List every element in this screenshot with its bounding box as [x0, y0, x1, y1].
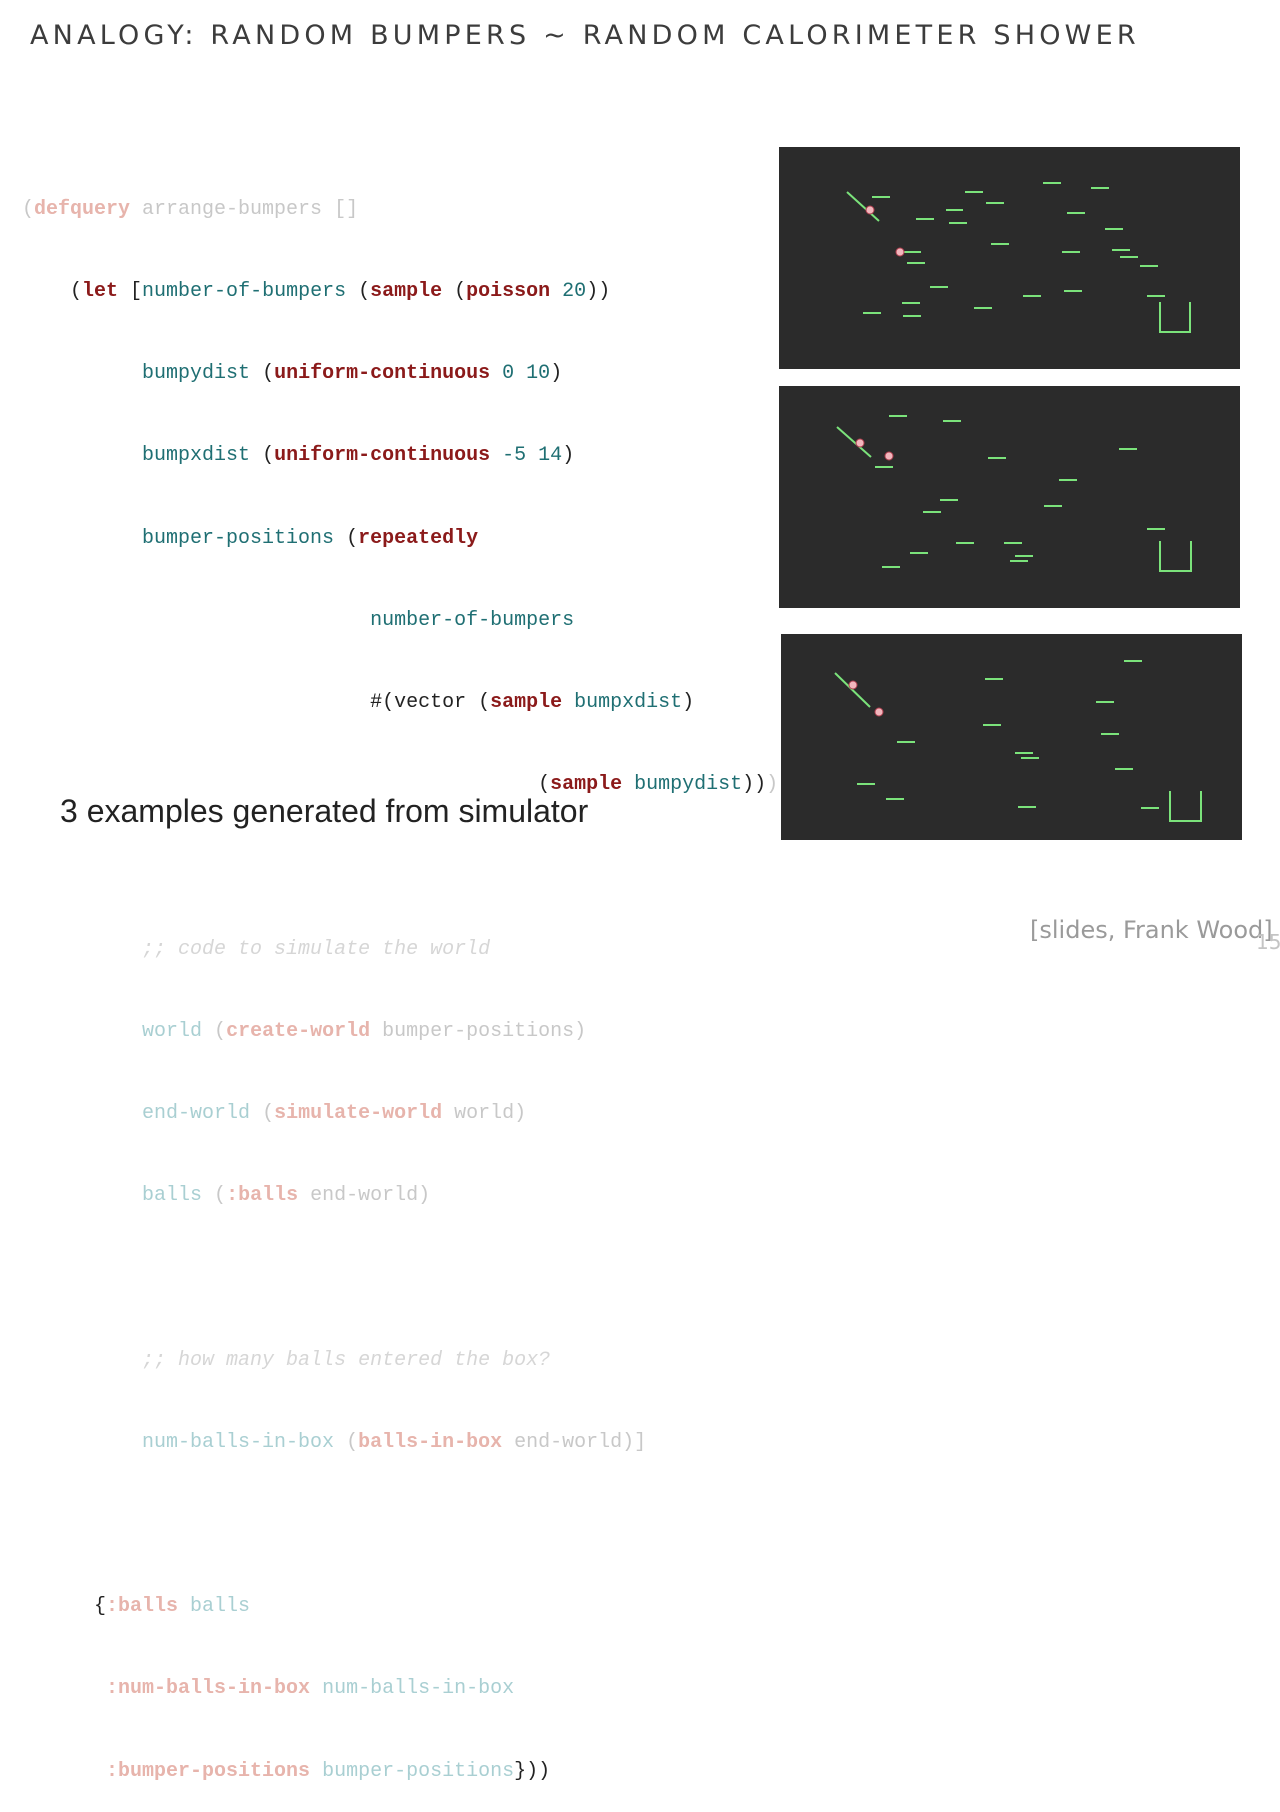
code-line: balls (:balls end-world) — [142, 1184, 431, 1208]
page-number: 15 — [1256, 930, 1280, 954]
simulation-example-2 — [779, 386, 1240, 608]
code-line: world (create-world bumper-positions) — [142, 1019, 587, 1043]
simulation-canvas — [834, 660, 1202, 822]
code-line: bumpydist (uniform-continuous 0 10) — [142, 362, 563, 386]
simulation-canvas — [846, 182, 1191, 333]
code-line: num-balls-in-box (balls-in-box end-world… — [142, 1430, 647, 1454]
code-blank-line — [22, 1511, 778, 1538]
code-line: :num-balls-in-box num-balls-in-box — [106, 1677, 515, 1701]
code-blank-line — [22, 853, 778, 880]
code-line: :bumper-positions bumper-positions})) — [106, 1759, 551, 1783]
code-line: number-of-bumpers — [370, 608, 575, 632]
code-comment: ;; how many balls entered the box? — [142, 1348, 551, 1372]
code-comment: ;; code to simulate the world — [142, 937, 491, 961]
code-line: (defquery arrange-bumpers [] — [22, 197, 359, 221]
simulation-example-3 — [781, 634, 1242, 840]
code-line: bumper-positions (repeatedly — [142, 526, 479, 550]
slide-title: ANALOGY: RANDOM BUMPERS ~ RANDOM CALORIM… — [30, 20, 1140, 51]
code-block: (defquery arrange-bumpers [] (let [numbe… — [22, 141, 778, 1812]
simulation-example-1 — [779, 147, 1240, 369]
code-line: (let [number-of-bumpers (sample (poisson… — [22, 280, 611, 304]
code-line: #(vector (sample bumpxdist) — [370, 691, 695, 715]
caption: 3 examples generated from simulator — [60, 793, 589, 829]
simulation-canvas — [836, 415, 1192, 572]
slide-credit: [slides, Frank Wood] — [1030, 916, 1273, 944]
code-line: end-world (simulate-world world) — [142, 1102, 527, 1126]
code-line: bumpxdist (uniform-continuous -5 14) — [142, 444, 575, 468]
code-line: (sample bumpydist))) — [22, 773, 779, 797]
code-line: {:balls balls — [94, 1595, 251, 1619]
code-blank-line — [22, 1264, 778, 1291]
